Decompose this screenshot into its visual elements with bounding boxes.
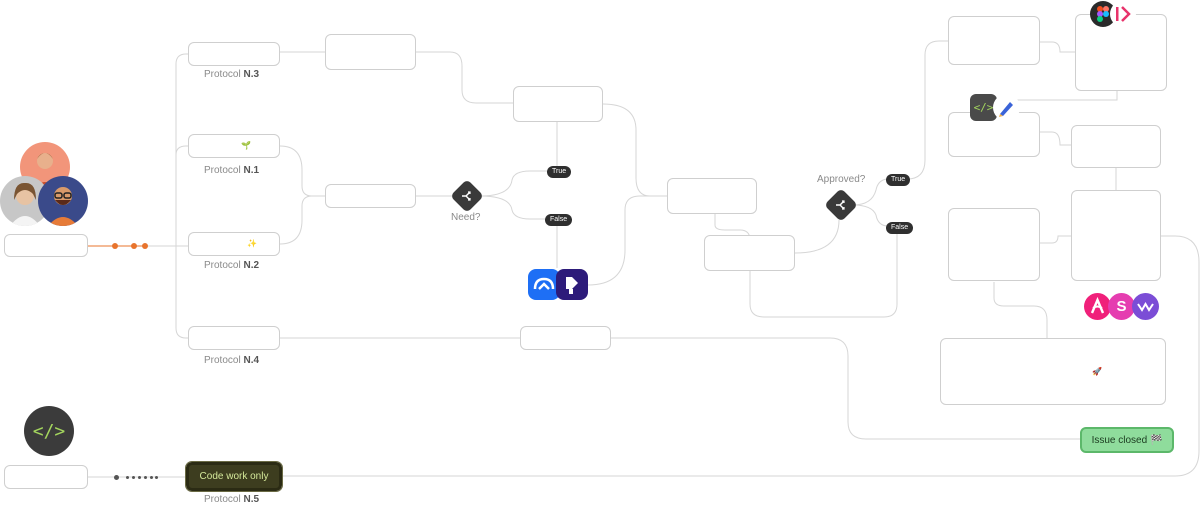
flow-dot xyxy=(132,476,135,479)
protocol-n3-node[interactable] xyxy=(188,42,280,66)
issue-closed-button[interactable]: Issue closed 🏁 xyxy=(1080,427,1174,453)
protocol-n4-node[interactable] xyxy=(188,326,280,350)
flow-dot xyxy=(150,476,153,479)
code-icon: </> xyxy=(970,94,997,121)
decision-approved[interactable] xyxy=(824,188,858,222)
step-node-n3[interactable] xyxy=(325,34,416,70)
protocol-n1-node[interactable]: 🌱 xyxy=(188,134,280,158)
rocket-icon: 🚀 xyxy=(1092,367,1102,376)
step-node-n4[interactable] xyxy=(520,326,611,350)
start-node[interactable] xyxy=(4,234,88,257)
code-icon: </> xyxy=(24,406,74,456)
qa-node[interactable] xyxy=(948,208,1040,281)
decision-need[interactable] xyxy=(450,179,484,213)
dev-output-node[interactable] xyxy=(1071,125,1161,168)
flow-dot xyxy=(131,243,137,249)
start-node-n5[interactable] xyxy=(4,465,88,489)
approved-false-pill: False xyxy=(886,222,914,234)
flow-dot xyxy=(138,476,141,479)
decision-approved-label: Approved? xyxy=(817,174,866,185)
protocol-n2-node[interactable]: ✨ xyxy=(188,232,280,256)
qa-output-node[interactable] xyxy=(1071,190,1161,281)
need-false-pill: False xyxy=(545,214,573,226)
flow-dot xyxy=(144,476,147,479)
protocol-n4-label: Protocol N.4 xyxy=(204,355,260,366)
merge-node-n1n2[interactable] xyxy=(325,184,416,208)
flow-dot xyxy=(126,476,129,479)
flow-dot xyxy=(112,243,118,249)
protocol-n2-label: Protocol N.2 xyxy=(204,260,260,271)
sparkles-icon: ✨ xyxy=(247,239,257,248)
approval-node[interactable] xyxy=(704,235,795,271)
step-node-upper[interactable] xyxy=(513,86,603,122)
dealroom-icon xyxy=(556,269,588,300)
review-node[interactable] xyxy=(667,178,757,214)
flow-dot xyxy=(155,476,158,479)
branch-icon xyxy=(836,200,845,210)
arc-icon xyxy=(1084,293,1111,320)
integrately-icon xyxy=(528,269,560,300)
s-app-icon: S xyxy=(1108,293,1135,320)
pencil-icon xyxy=(993,94,1020,121)
need-true-pill: True xyxy=(547,166,572,178)
webflow-icon xyxy=(1132,293,1159,320)
deploy-node[interactable]: 🚀 xyxy=(940,338,1166,405)
protocol-n1-label: Protocol N.1 xyxy=(204,165,260,176)
branch-icon xyxy=(462,191,471,201)
avatar-right xyxy=(38,176,88,226)
protocol-n3-label: Protocol N.3 xyxy=(204,69,260,80)
decision-need-label: Need? xyxy=(451,212,481,223)
approved-true-pill: True xyxy=(886,174,911,186)
protocol-n5-label: Protocol N.5 xyxy=(204,494,260,505)
pointer-icon xyxy=(1110,1,1136,27)
flow-dot xyxy=(142,243,148,249)
design-node[interactable] xyxy=(948,16,1040,65)
flow-dot xyxy=(114,475,119,480)
code-work-only-node[interactable]: Code work only xyxy=(185,461,283,492)
avatar-left xyxy=(0,176,50,226)
sprout-icon: 🌱 xyxy=(241,141,251,150)
